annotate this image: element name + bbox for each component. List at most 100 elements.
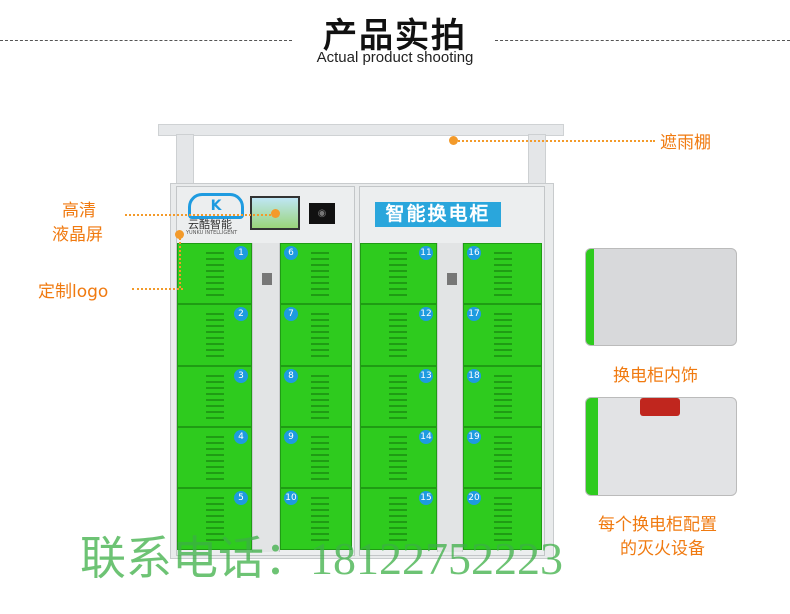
label-canopy: 遮雨棚 (660, 133, 711, 153)
locker-door[interactable]: 12 (360, 304, 437, 366)
vent-louver (206, 331, 224, 333)
vent-louver (494, 436, 512, 438)
vent-louver (389, 405, 407, 407)
locker-door[interactable]: 19 (463, 427, 542, 488)
vent-louver (494, 252, 512, 254)
locker-door[interactable]: 8 (280, 366, 352, 427)
label-screen-2: 液晶屏 (52, 225, 103, 245)
vent-louver (494, 503, 512, 505)
door-number-badge: 19 (467, 430, 481, 444)
locker-door[interactable]: 18 (463, 366, 542, 427)
vent-louver (311, 515, 329, 517)
door-number-badge: 10 (284, 491, 298, 505)
door-number-badge: 9 (284, 430, 298, 444)
vent-louver (389, 411, 407, 413)
vent-louver (206, 503, 224, 505)
vent-louver (494, 270, 512, 272)
vent-louver (389, 337, 407, 339)
vent-louver (389, 331, 407, 333)
door-number-badge: 20 (467, 491, 481, 505)
vent-louver (206, 515, 224, 517)
vent-louver (311, 472, 329, 474)
vent-louver (311, 442, 329, 444)
locker-door[interactable]: 5 (177, 488, 252, 550)
vent-louver (206, 355, 224, 357)
locker-door[interactable]: 20 (463, 488, 542, 550)
vent-louver (206, 349, 224, 351)
vent-louver (389, 375, 407, 377)
vent-louver (206, 539, 224, 541)
locker-door[interactable]: 13 (360, 366, 437, 427)
vent-louver (311, 252, 329, 254)
vent-louver (389, 313, 407, 315)
locker-door[interactable]: 6 (280, 243, 352, 304)
vent-louver (389, 270, 407, 272)
vent-louver (494, 331, 512, 333)
locker-door[interactable]: 14 (360, 427, 437, 488)
vent-louver (311, 381, 329, 383)
vent-louver (206, 417, 224, 419)
vent-louver (389, 294, 407, 296)
page-subtitle: Actual product shooting (316, 49, 474, 66)
vent-louver (206, 258, 224, 260)
door-number-badge: 11 (419, 246, 433, 260)
vent-louver (389, 258, 407, 260)
vent-louver (494, 448, 512, 450)
vent-louver (389, 288, 407, 290)
vent-louver (494, 375, 512, 377)
vent-louver (206, 466, 224, 468)
locker-door[interactable]: 17 (463, 304, 542, 366)
vent-louver (494, 264, 512, 266)
locker-door[interactable]: 2 (177, 304, 252, 366)
vent-louver (389, 521, 407, 523)
vent-louver (206, 478, 224, 480)
locker-door[interactable]: 4 (177, 427, 252, 488)
vent-louver (389, 387, 407, 389)
vent-louver (494, 258, 512, 260)
vent-louver (494, 381, 512, 383)
label-logo: 定制logo (38, 282, 109, 302)
interior-photo (585, 248, 737, 346)
qr-code (262, 273, 272, 285)
vent-louver (206, 343, 224, 345)
locker-door[interactable]: 7 (280, 304, 352, 366)
locker-door[interactable]: 16 (463, 243, 542, 304)
vent-louver (389, 442, 407, 444)
logo-cloud-icon: K (188, 193, 244, 219)
vent-louver (206, 521, 224, 523)
locker-door[interactable]: 15 (360, 488, 437, 550)
logo-pointer-vertical (179, 238, 181, 288)
label-interior: 换电柜内饰 (613, 366, 698, 386)
vent-louver (389, 417, 407, 419)
vent-louver (389, 454, 407, 456)
vent-louver (311, 355, 329, 357)
locker-door[interactable]: 9 (280, 427, 352, 488)
vent-louver (311, 478, 329, 480)
locker-door[interactable]: 11 (360, 243, 437, 304)
rain-canopy (158, 124, 564, 136)
vent-louver (206, 325, 224, 327)
nfc-reader-icon: ◉ (309, 203, 335, 224)
canopy-post (176, 134, 194, 186)
vent-louver (494, 343, 512, 345)
vent-louver (311, 399, 329, 401)
door-number-badge: 16 (467, 246, 481, 260)
locker-door[interactable]: 10 (280, 488, 352, 550)
door-number-badge: 7 (284, 307, 298, 321)
vent-louver (206, 252, 224, 254)
vent-louver (494, 282, 512, 284)
canopy-dot (449, 136, 458, 145)
vent-louver (311, 264, 329, 266)
vent-louver (311, 282, 329, 284)
locker-door[interactable]: 1 (177, 243, 252, 304)
vent-louver (389, 533, 407, 535)
vent-louver (206, 411, 224, 413)
vent-louver (494, 325, 512, 327)
vent-louver (206, 276, 224, 278)
vent-louver (311, 331, 329, 333)
door-number-badge: 2 (234, 307, 248, 321)
divider-left (0, 40, 292, 41)
locker-door[interactable]: 3 (177, 366, 252, 427)
vent-louver (389, 527, 407, 529)
vent-louver (311, 521, 329, 523)
